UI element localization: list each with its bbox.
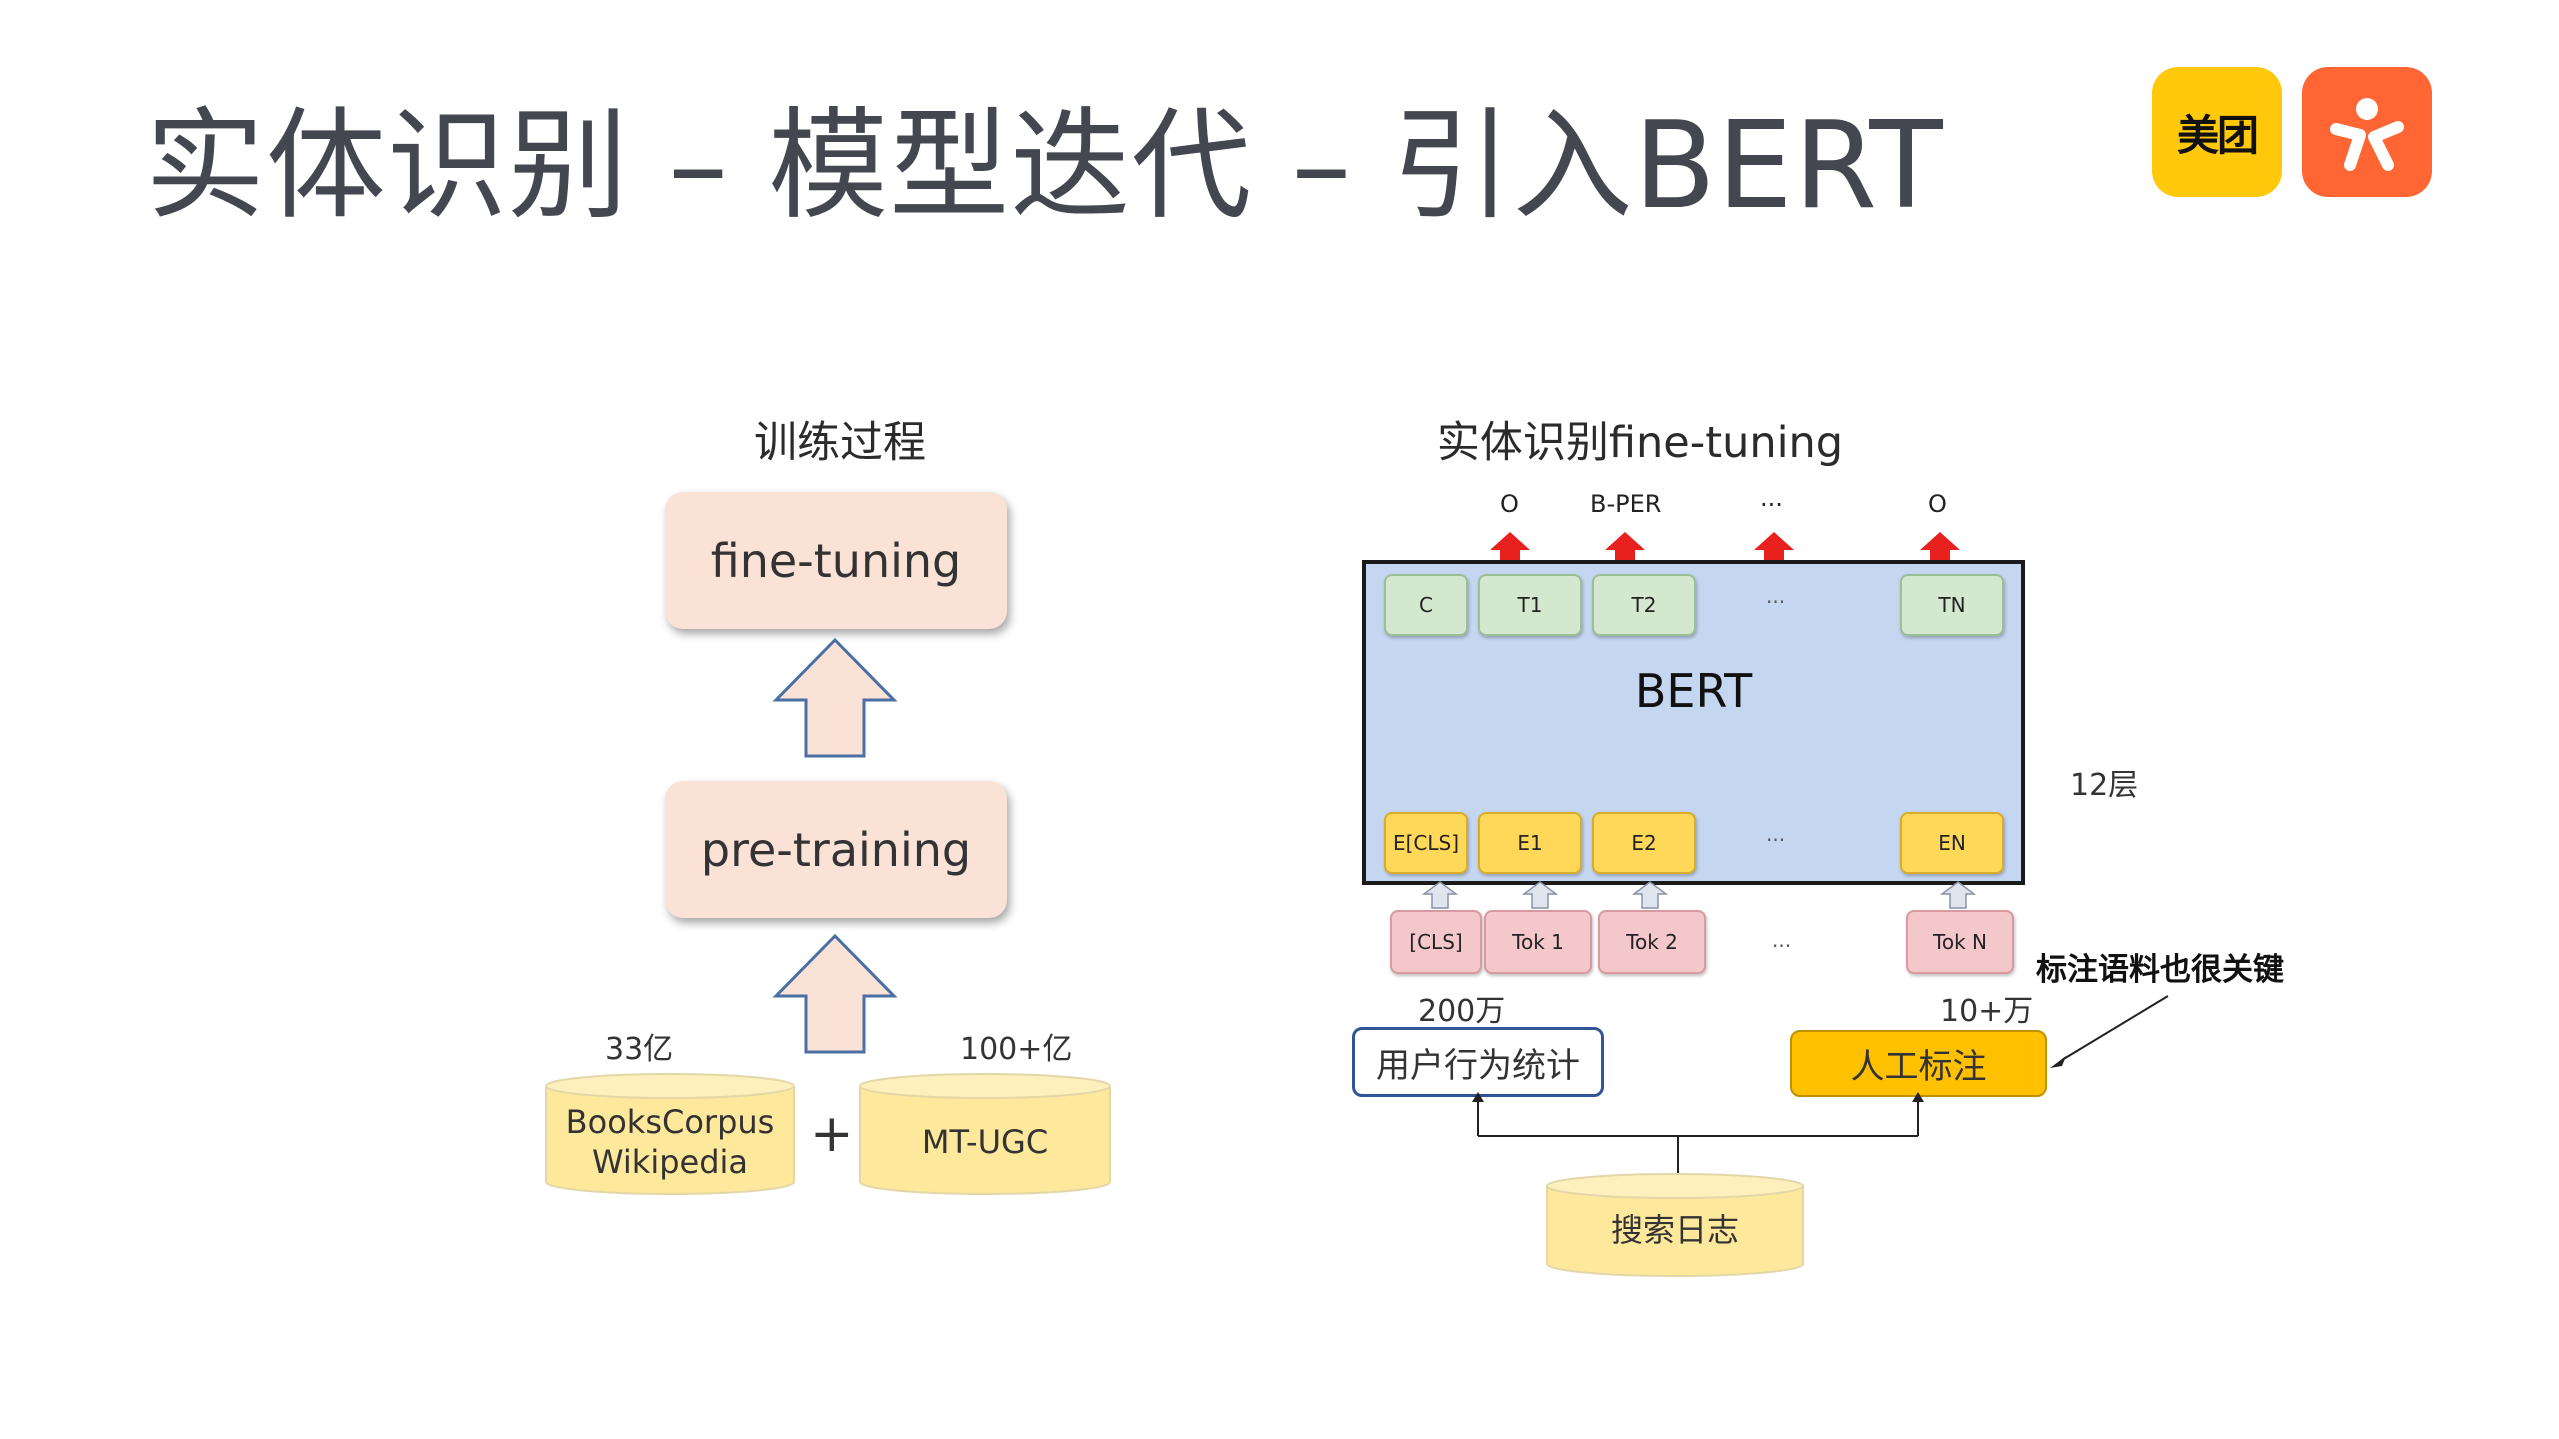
- t-token-1: T1: [1478, 574, 1582, 636]
- e-token-2: E2: [1592, 812, 1696, 874]
- dianping-person-icon: [2330, 98, 2404, 171]
- connector-lines: [1472, 995, 2169, 1173]
- bert-label: BERT: [1634, 664, 1753, 718]
- pre-training-box: pre-training: [665, 781, 1007, 918]
- e-token-ellipsis: ...: [1766, 822, 1786, 846]
- up-arrow-icon: [772, 637, 898, 758]
- corpus-line-wiki: Wikipedia: [591, 1143, 749, 1181]
- amount-label-books: 33亿: [605, 1032, 674, 1067]
- output-label-ellipsis: ...: [1760, 484, 1783, 512]
- search-log-database-icon: [1546, 1173, 1804, 1277]
- gray-arrow-icon: [1421, 881, 1459, 909]
- t-token-c: C: [1384, 574, 1468, 636]
- corpus-database-label: BooksCorpus Wikipedia: [544, 1092, 796, 1192]
- output-label-o-end: O: [1928, 490, 1947, 518]
- count-label-user: 200万: [1418, 994, 1506, 1029]
- e-token-n: EN: [1900, 812, 2004, 874]
- user-behavior-box: 用户行为统计: [1352, 1027, 1604, 1097]
- meituan-logo: 美团: [2152, 67, 2282, 197]
- page-title: 实体识别 – 模型迭代 – 引入BERT: [145, 97, 1944, 236]
- amount-label-ugc: 100+亿: [960, 1032, 1073, 1067]
- red-arrow-icon: [1605, 532, 1645, 568]
- corpus-database-icon: [545, 1073, 795, 1195]
- e-token-cls: E[CLS]: [1384, 812, 1468, 874]
- input-arrows: [1421, 881, 1977, 909]
- meituan-logo-text: 美团: [2176, 110, 2259, 160]
- input-token-cls: [CLS]: [1390, 910, 1482, 974]
- gray-arrow-icon: [1631, 881, 1669, 909]
- output-label-bper: B-PER: [1590, 490, 1662, 518]
- manual-annotation-box: 人工标注: [1790, 1030, 2047, 1097]
- red-arrow-icon: [1754, 532, 1794, 568]
- input-token-1: Tok 1: [1484, 910, 1592, 974]
- annotation-note: 标注语料也很关键: [2036, 952, 2284, 988]
- red-arrow-icon: [1490, 532, 1530, 568]
- gray-arrow-icon: [1521, 881, 1559, 909]
- bert-model-frame: C T1 T2 ... TN BERT E[CLS] E1 E2 ... EN: [1362, 560, 2025, 885]
- t-token-n: TN: [1900, 574, 2004, 636]
- ugc-database-label: MT-UGC: [921, 1123, 1049, 1161]
- t-token-ellipsis: ...: [1766, 584, 1786, 608]
- plus-sign: +: [810, 1104, 854, 1164]
- dianping-logo: [2302, 67, 2432, 197]
- t-token-2: T2: [1592, 574, 1696, 636]
- output-label-o: O: [1500, 490, 1519, 518]
- ugc-database-icon: [859, 1073, 1111, 1195]
- search-log-label: 搜索日志: [1610, 1211, 1739, 1249]
- fine-tuning-box: fine-tuning: [665, 492, 1007, 629]
- output-arrows: [1490, 532, 1960, 568]
- up-arrow-icon: [772, 933, 898, 1054]
- training-process-heading: 训练过程: [754, 418, 926, 468]
- e-token-1: E1: [1478, 812, 1582, 874]
- input-token-2: Tok 2: [1598, 910, 1706, 974]
- corpus-line-books: BooksCorpus: [565, 1103, 775, 1141]
- ner-finetuning-heading: 实体识别fine-tuning: [1436, 418, 1844, 468]
- input-token-n: Tok N: [1906, 910, 2014, 974]
- red-arrow-icon: [1920, 532, 1960, 568]
- count-label-manual: 10+万: [1940, 994, 2034, 1029]
- gray-arrow-icon: [1939, 881, 1977, 909]
- input-token-ellipsis: ...: [1772, 928, 1792, 952]
- layers-label: 12层: [2070, 768, 2139, 803]
